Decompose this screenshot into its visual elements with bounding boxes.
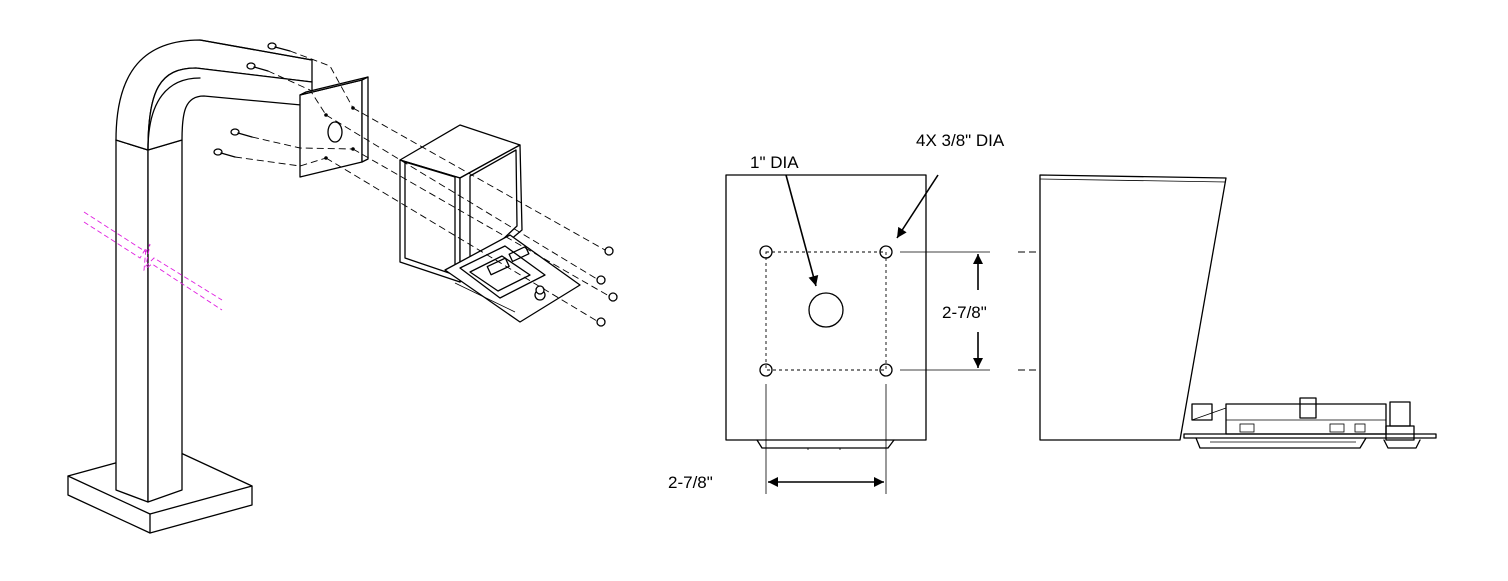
side-circuit-board [1183, 397, 1437, 449]
hole-pattern [765, 251, 887, 371]
center-hole [808, 292, 844, 328]
horizontal-dimension-label: 2-7/8" [668, 473, 713, 492]
nut [596, 275, 606, 285]
front-plate [725, 174, 927, 441]
screw [246, 62, 269, 72]
front-view: 1" DIA 4X 3/8" DIA 2-7/8" 2-7/8" [668, 131, 1005, 494]
center-hole-label: 1" DIA [750, 153, 799, 172]
screw [230, 128, 253, 138]
nuts [325, 107, 618, 327]
corner-hole [759, 245, 773, 259]
break-marks [83, 211, 223, 311]
side-view [1018, 174, 1437, 449]
isometric-exploded-view [67, 39, 618, 534]
screw [213, 148, 236, 158]
hood-side [1039, 174, 1227, 441]
nut [608, 292, 618, 302]
corner-hole [759, 363, 773, 377]
corner-hole [879, 245, 893, 259]
pedestal-gooseneck [115, 39, 313, 151]
pedestal-post [115, 139, 183, 503]
mounting-flange [299, 76, 369, 178]
hood-enclosure [399, 124, 523, 283]
circuit-board [444, 234, 581, 323]
corner-hole [879, 363, 893, 377]
screw [267, 42, 291, 52]
vertical-dimension-label: 2-7/8" [942, 303, 987, 322]
nut [596, 317, 606, 327]
screws [213, 42, 354, 167]
nut [604, 246, 614, 256]
corner-hole-label: 4X 3/8" DIA [916, 131, 1005, 150]
